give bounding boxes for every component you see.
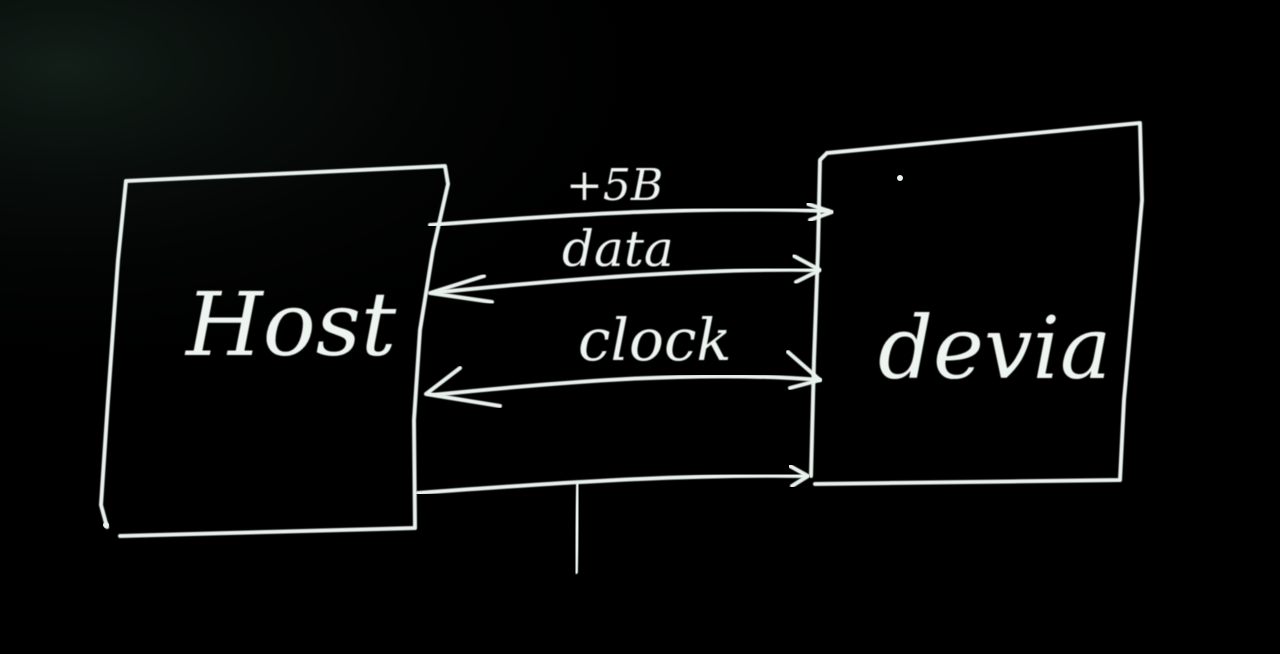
host-box xyxy=(99,164,450,538)
ground-line xyxy=(416,473,808,495)
chalk-dot xyxy=(103,522,109,528)
ground-line-arrowhead xyxy=(788,464,810,488)
ground-stem xyxy=(574,482,580,574)
clock-line-label: clock xyxy=(578,306,732,374)
data-line-label: data xyxy=(562,220,674,278)
power-line xyxy=(428,207,830,227)
data-line-arrowhead-right xyxy=(792,254,822,284)
power-line-label: +5B xyxy=(566,160,663,211)
power-line-arrowhead xyxy=(806,202,834,222)
host-label: Host xyxy=(184,273,397,376)
chalk-dot xyxy=(897,175,903,181)
clock-line-arrowhead-right xyxy=(786,350,822,390)
device-box xyxy=(809,121,1144,486)
data-line-arrowhead-left xyxy=(428,274,494,304)
device-label: devia xyxy=(878,299,1111,399)
clock-line xyxy=(430,374,822,397)
data-line xyxy=(438,267,820,294)
clock-line-arrowhead-left xyxy=(424,366,502,408)
